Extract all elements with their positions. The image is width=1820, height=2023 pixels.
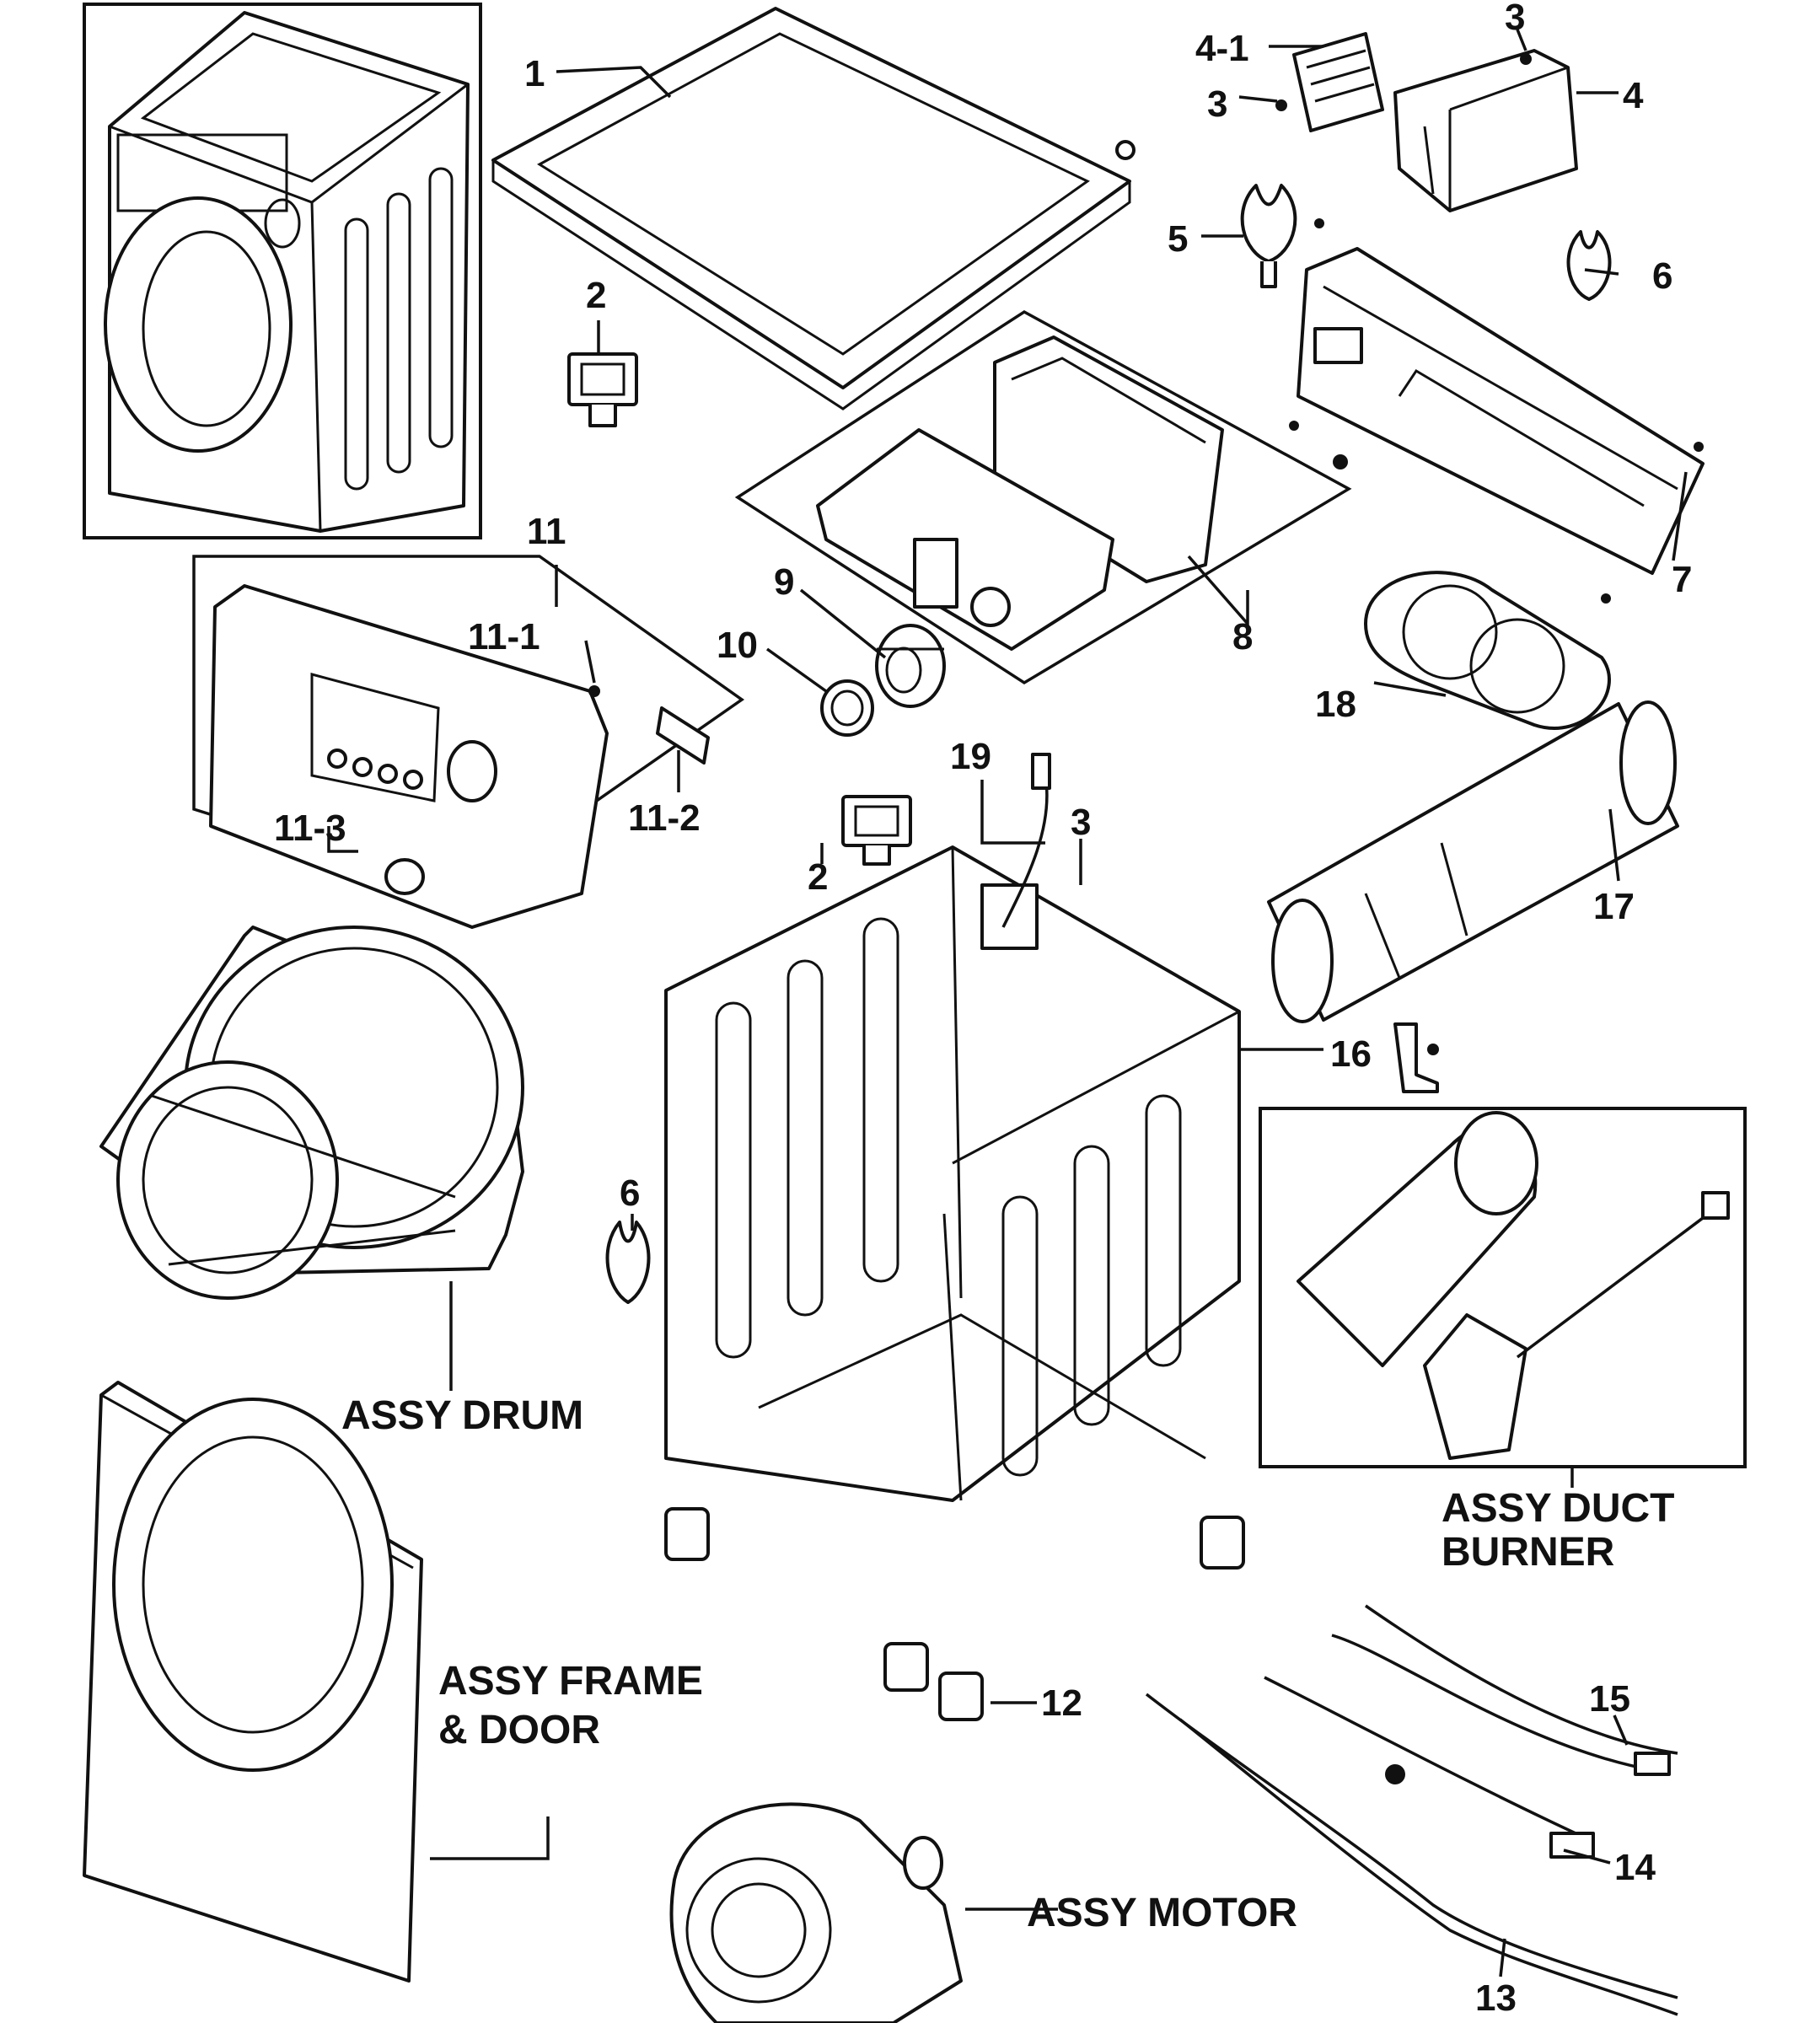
callout-4-1: 4-1 [1195, 28, 1249, 69]
filter-bracket-part [1275, 32, 1578, 212]
callout-17: 17 [1593, 886, 1635, 927]
duct-cover-part-18 [1364, 571, 1611, 730]
assembly-labels: ASSY DRUM ASSY FRAME & DOOR ASSY DUCT BU… [341, 1393, 1675, 1935]
clip-part-2-mid [841, 795, 912, 866]
clamp-part-5 [1240, 184, 1297, 288]
callout-15: 15 [1589, 1678, 1630, 1720]
assy-frame-label-line2: & DOOR [438, 1708, 600, 1752]
callout-11-2: 11-2 [628, 797, 701, 839]
assy-drum-label: ASSY DRUM [341, 1393, 583, 1438]
callout-6-top: 6 [1652, 255, 1672, 297]
callout-14: 14 [1614, 1847, 1656, 1888]
leader-lines [327, 29, 1688, 1977]
power-cord-part [1001, 753, 1051, 928]
callout-13: 13 [1475, 1977, 1517, 2019]
callout-9: 9 [774, 561, 794, 603]
callout-19: 19 [950, 736, 991, 777]
callout-11-3: 11-3 [274, 808, 346, 849]
front-duct-panel-part [1289, 218, 1705, 604]
cabinet-part [664, 845, 1241, 1502]
callout-4: 4 [1623, 75, 1644, 116]
clip-part-2-top [567, 352, 638, 427]
callout-11-1: 11-1 [468, 616, 540, 657]
drum-assembly [99, 926, 524, 1300]
callout-18: 18 [1315, 684, 1356, 725]
assy-duct-label-line2: BURNER [1442, 1530, 1614, 1575]
wire-harness-parts [1145, 1604, 1678, 2016]
assembled-dryer-illustration [83, 3, 482, 539]
assy-frame-label-line1: ASSY FRAME [438, 1659, 703, 1704]
motor-assembly [669, 1802, 963, 2023]
duct-burner-assembly [1259, 1107, 1747, 1468]
callout-1: 1 [524, 53, 545, 94]
callout-2-top: 2 [586, 275, 606, 316]
callout-7: 7 [1672, 559, 1692, 600]
callout-3-mid: 3 [1071, 802, 1091, 843]
assy-motor-label: ASSY MOTOR [1027, 1891, 1297, 1935]
callout-12: 12 [1041, 1682, 1082, 1724]
leveling-leg-parts [664, 1507, 1245, 1721]
callout-2-mid: 2 [808, 856, 828, 898]
callout-8: 8 [1232, 616, 1253, 657]
callout-16: 16 [1330, 1033, 1372, 1075]
callout-labels: 1 2 4-1 3 3 4 5 6 7 8 9 10 11 11-1 11-2 … [274, 0, 1692, 2019]
clamp-part-6-left [605, 1221, 651, 1304]
frame-door-assembly [83, 1381, 423, 1983]
control-pcb-part [734, 309, 1352, 685]
knob-part-9 [875, 624, 946, 708]
knob-part-10 [820, 679, 874, 737]
callout-6-left: 6 [620, 1172, 640, 1214]
callout-5: 5 [1168, 218, 1188, 260]
exhaust-duct-part [1267, 700, 1679, 1093]
callout-3-left: 3 [1207, 83, 1227, 125]
clamp-part-6-top [1566, 230, 1612, 301]
callout-3-top: 3 [1505, 0, 1525, 38]
assy-duct-label-line1: ASSY DUCT [1442, 1486, 1675, 1531]
callout-11: 11 [527, 511, 566, 552]
callout-10: 10 [717, 625, 758, 666]
top-cover-part [491, 7, 1135, 411]
control-panel-assy-part [192, 555, 745, 929]
